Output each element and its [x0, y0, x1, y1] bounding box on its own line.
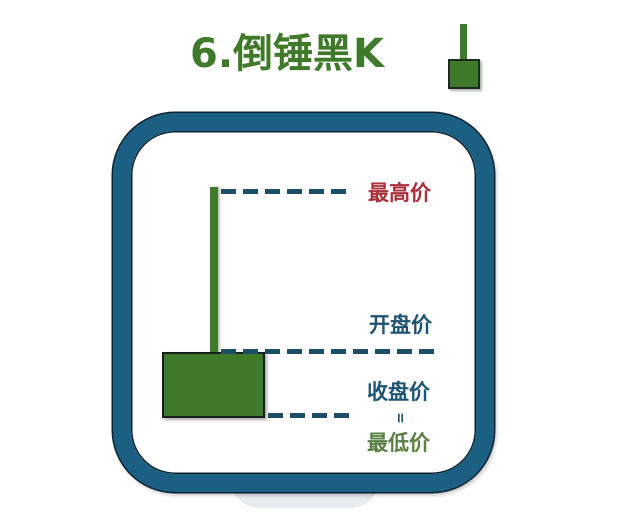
close-price-label: 收盘价 [367, 380, 430, 404]
diagram-title: 6.倒锤黑K [190, 31, 385, 77]
high-price-dashed-line [221, 189, 351, 194]
open-price-label: 开盘价 [369, 313, 432, 337]
close-price-dashed-line [268, 413, 350, 418]
candle-upper-shadow [210, 187, 218, 353]
low-price-label: 最低价 [367, 431, 430, 455]
mini-candle-wick [460, 24, 467, 60]
mini-candle-body [448, 59, 480, 89]
high-price-label: 最高价 [368, 181, 431, 205]
equals-sign: = [391, 412, 408, 424]
rounded-frame [113, 113, 494, 492]
open-price-dashed-line [221, 349, 439, 354]
candle-body [162, 352, 265, 418]
